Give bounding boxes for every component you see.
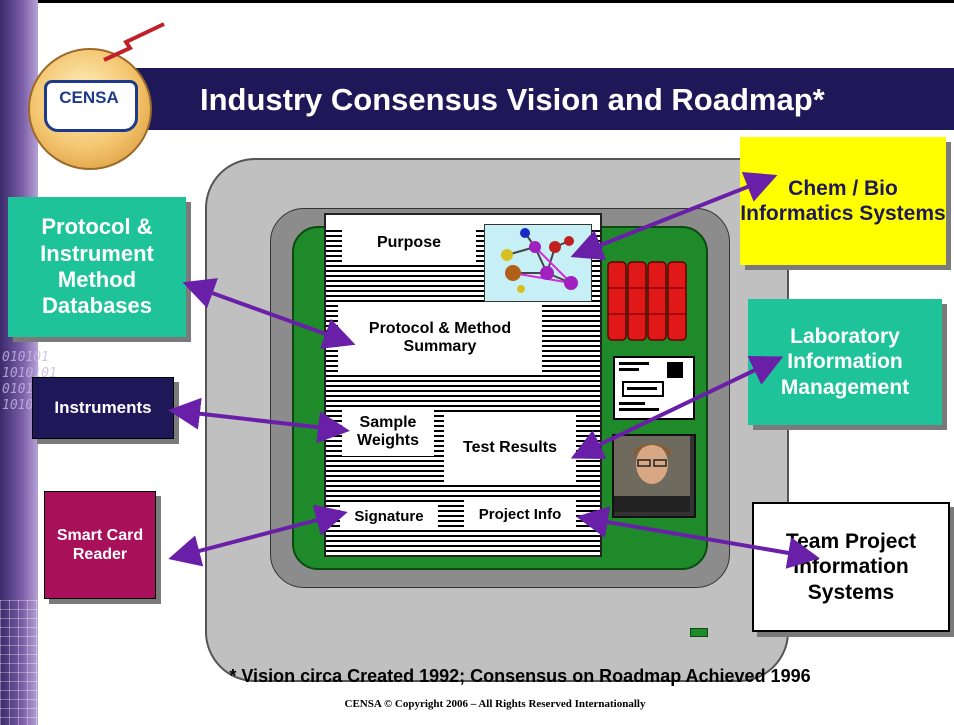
protocol-db-callout: Protocol & Instrument Method Databases — [8, 197, 186, 337]
purpose-section: Purpose — [342, 224, 476, 262]
smart-card-callout: Smart Card Reader — [44, 491, 156, 599]
arrow-team-project — [576, 506, 820, 569]
footnote: * Vision circa Created 1992; Consensus o… — [229, 666, 811, 686]
logo-text: CENSA — [59, 88, 119, 107]
title-bar — [128, 68, 954, 130]
electronic-notebook-document — [324, 213, 602, 557]
logo-book-icon — [44, 80, 138, 132]
project-info-section: Project Info — [464, 500, 576, 528]
copyright: CENSA © Copyright 2006 – All Rights Rese… — [344, 698, 646, 710]
top-border — [0, 0, 954, 3]
molecule-icon — [501, 228, 578, 293]
binders-icon — [606, 258, 690, 344]
logo-lightning-icon — [103, 22, 165, 62]
left-grid-decor — [0, 600, 38, 725]
power-light — [690, 628, 708, 637]
protocol-summary-section: Protocol & Method Summary — [338, 304, 542, 372]
sample-weights-section: Sample Weights — [342, 408, 434, 456]
arrow-smart-card — [168, 504, 348, 567]
arrow-protocol-db — [182, 278, 356, 349]
slide-title: Industry Consensus Vision and Roadmap* — [200, 82, 825, 117]
signature-section: Signature — [340, 502, 438, 530]
test-results-section: Test Results — [444, 414, 576, 482]
arrow-instruments — [168, 397, 350, 444]
arrow-lims — [570, 355, 784, 460]
arrow-chem-bio — [570, 171, 778, 261]
team-project-callout: Team Project Information Systems — [752, 502, 950, 632]
